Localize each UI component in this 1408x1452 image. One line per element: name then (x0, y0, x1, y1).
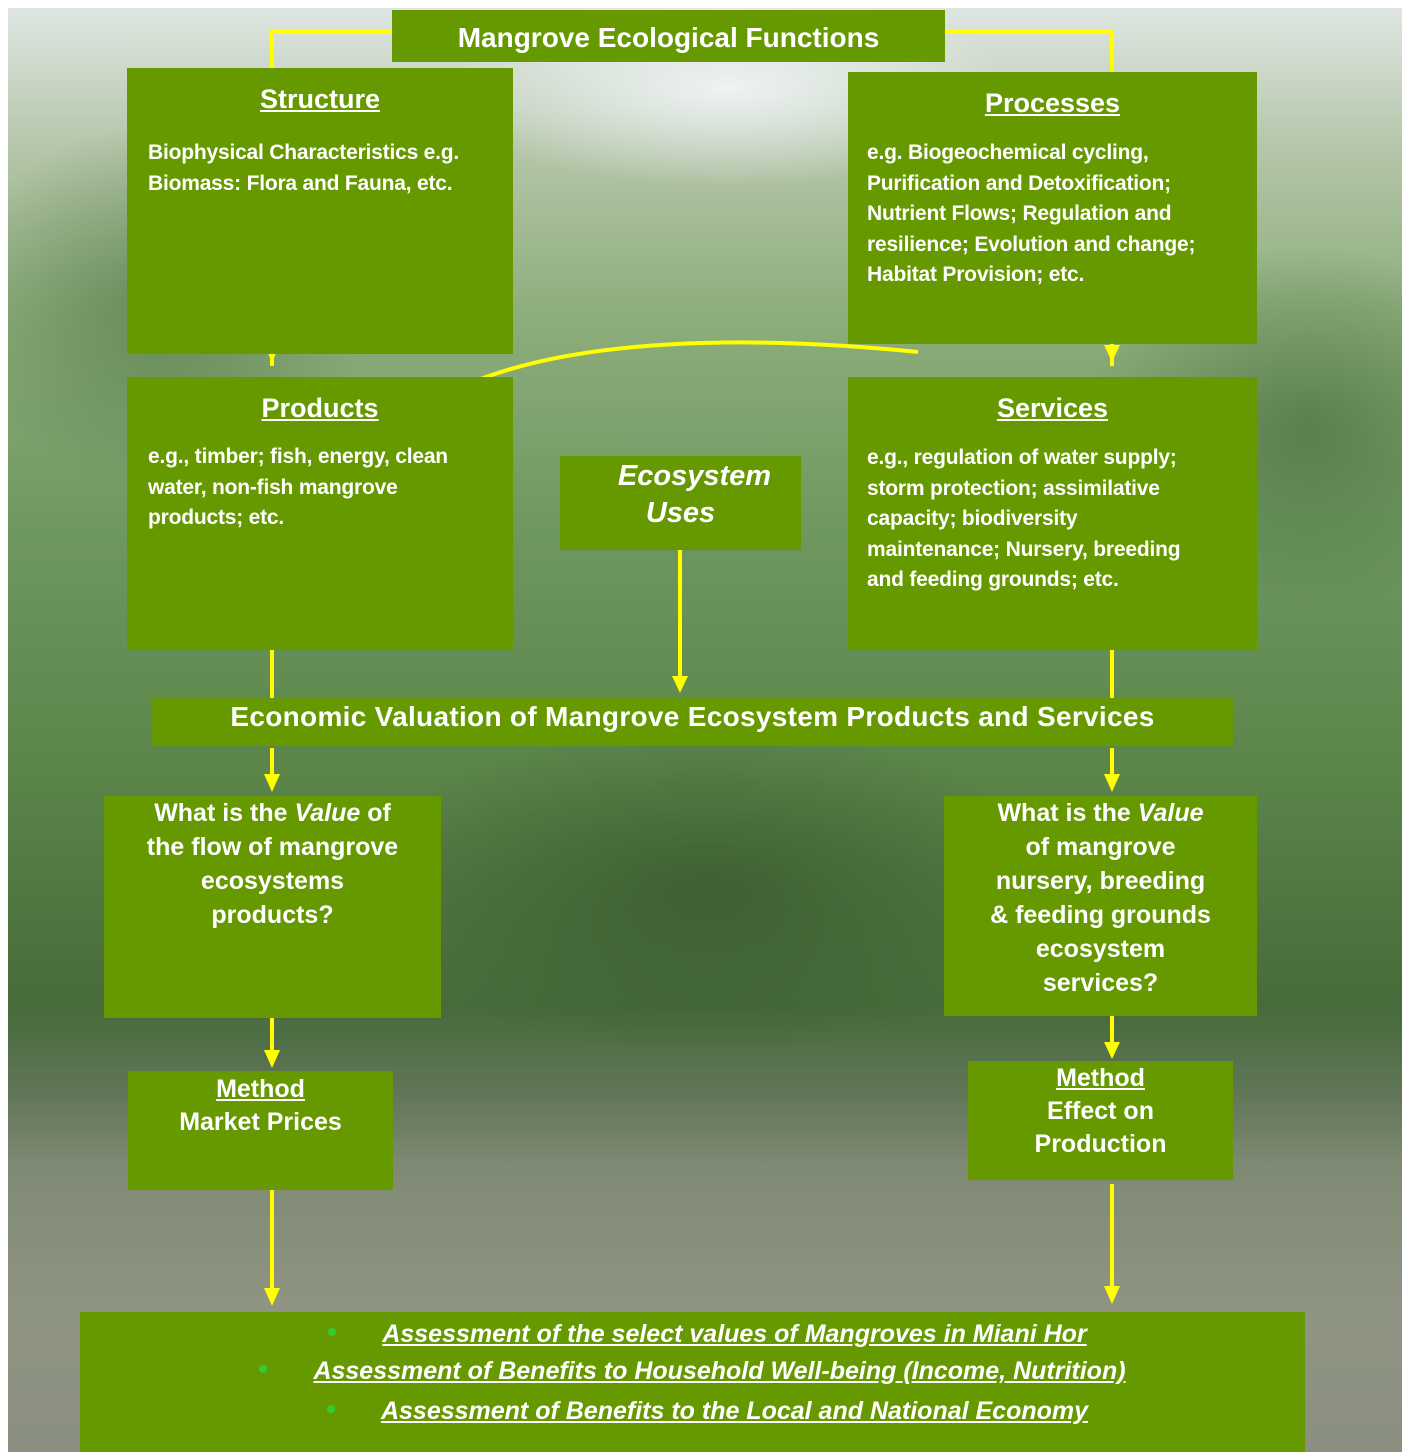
question-right-line: services? (1042, 969, 1159, 997)
method-right-text: Method Effect on Production (968, 1062, 1233, 1161)
services-line: maintenance; Nursery, breeding (867, 537, 1181, 561)
processes-line: Nutrient Flows; Regulation and (867, 202, 1172, 225)
products-text: e.g., timber; fish, energy, clean water,… (148, 442, 448, 534)
question-left-line: products? (211, 901, 334, 929)
structure-line: Biophysical Characteristics e.g. (148, 141, 460, 164)
services-line: storm protection; assimilative (867, 476, 1160, 500)
assessment-box: Assessment of the select values of Mangr… (80, 1312, 1305, 1452)
method-left-box: Method Market Prices (128, 1071, 393, 1190)
page-title: Mangrove Ecological Functions (457, 22, 880, 53)
services-line: e.g., regulation of water supply; (867, 446, 1177, 469)
structure-box: Structure Biophysical Characteristics e.… (127, 68, 513, 354)
processes-line: Habitat Provision; etc. (867, 263, 1085, 286)
question-right-pre: What is the (997, 799, 1138, 827)
arrow-title-structure (270, 30, 392, 70)
method-left-text: Method Market Prices (128, 1073, 393, 1139)
title-box: Mangrove Ecological Functions (392, 10, 945, 62)
products-heading: Products (261, 393, 379, 423)
question-left-line: the flow of mangrove (146, 833, 399, 861)
valuation-banner: Economic Valuation of Mangrove Ecosystem… (152, 698, 1233, 746)
structure-heading: Structure (259, 84, 381, 114)
question-right-box: What is the Value of mangrove nursery, b… (944, 796, 1257, 1016)
products-line: e.g., timber; fish, energy, clean (148, 445, 448, 468)
method-left-label: Market Prices (179, 1108, 342, 1136)
processes-line: e.g. Biogeochemical cycling, (867, 141, 1149, 164)
method-right-label: Production (1034, 1130, 1167, 1158)
question-left-text: What is the Value of the flow of mangrov… (104, 796, 441, 932)
assessment-item: Assessment of Benefits to the Local and … (80, 1397, 1305, 1426)
processes-line: resilience; Evolution and change; (867, 232, 1196, 256)
services-text: e.g., regulation of water supply; storm … (867, 443, 1181, 596)
services-box: Services e.g., regulation of water suppl… (848, 377, 1257, 650)
ecosystem-uses-label: Ecosystem Uses (560, 458, 801, 532)
bullet-icon (328, 1328, 337, 1337)
question-left-pre: What is the (154, 799, 295, 827)
question-left-value-emphasis: Value (294, 799, 361, 827)
structure-line: Biomass: Flora and Fauna, etc. (148, 171, 453, 195)
ecosystem-uses-box: Ecosystem Uses (560, 456, 801, 550)
assessment-text: Assessment of the select values of Mangr… (382, 1320, 1087, 1348)
question-left-line: What is the Value of (104, 796, 441, 830)
method-left-heading: Method (216, 1075, 305, 1103)
services-line: capacity; biodiversity (867, 507, 1078, 530)
question-left-post: of (360, 799, 391, 827)
arrow-title-processes (945, 30, 1114, 74)
assessment-item: Assessment of the select values of Mangr… (80, 1320, 1305, 1349)
bullet-icon (326, 1405, 335, 1414)
method-right-heading: Method (1056, 1064, 1145, 1092)
question-right-line: of mangrove (1025, 833, 1176, 861)
question-right-value-emphasis: Value (1137, 799, 1204, 827)
question-right-text: What is the Value of mangrove nursery, b… (944, 796, 1257, 1000)
structure-text: Biophysical Characteristics e.g. Biomass… (148, 138, 459, 199)
products-line: products; etc. (148, 506, 285, 529)
processes-box: Processes e.g. Biogeochemical cycling, P… (848, 72, 1257, 344)
assessment-text: Assessment of Benefits to the Local and … (380, 1397, 1089, 1425)
ecosystem-uses-line: Uses (645, 497, 716, 529)
processes-text: e.g. Biogeochemical cycling, Purificatio… (867, 138, 1196, 291)
services-line: and feeding grounds; etc. (867, 568, 1119, 591)
ecosystem-uses-line: Ecosystem (617, 460, 772, 492)
method-right-box: Method Effect on Production (968, 1061, 1233, 1180)
assessment-text: Assessment of Benefits to Household Well… (313, 1357, 1126, 1385)
valuation-title: Economic Valuation of Mangrove Ecosystem… (230, 701, 1155, 732)
question-right-line: What is the Value (944, 796, 1257, 830)
question-right-line: & feeding grounds (990, 901, 1211, 929)
question-left-line: ecosystems (200, 867, 345, 895)
processes-line: Purification and Detoxification; (867, 171, 1171, 195)
products-box: Products e.g., timber; fish, energy, cle… (127, 377, 513, 650)
method-right-label: Effect on (1047, 1097, 1154, 1125)
question-right-line: nursery, breeding (995, 867, 1206, 895)
question-right-line: ecosystem (1035, 935, 1166, 963)
arrow-processes-products (439, 340, 919, 400)
assessment-item: Assessment of Benefits to Household Well… (80, 1357, 1305, 1386)
bullet-icon (259, 1365, 268, 1374)
products-line: water, non-fish mangrove (148, 475, 398, 499)
processes-heading: Processes (984, 88, 1121, 118)
question-left-box: What is the Value of the flow of mangrov… (104, 796, 441, 1018)
services-heading: Services (996, 393, 1109, 423)
